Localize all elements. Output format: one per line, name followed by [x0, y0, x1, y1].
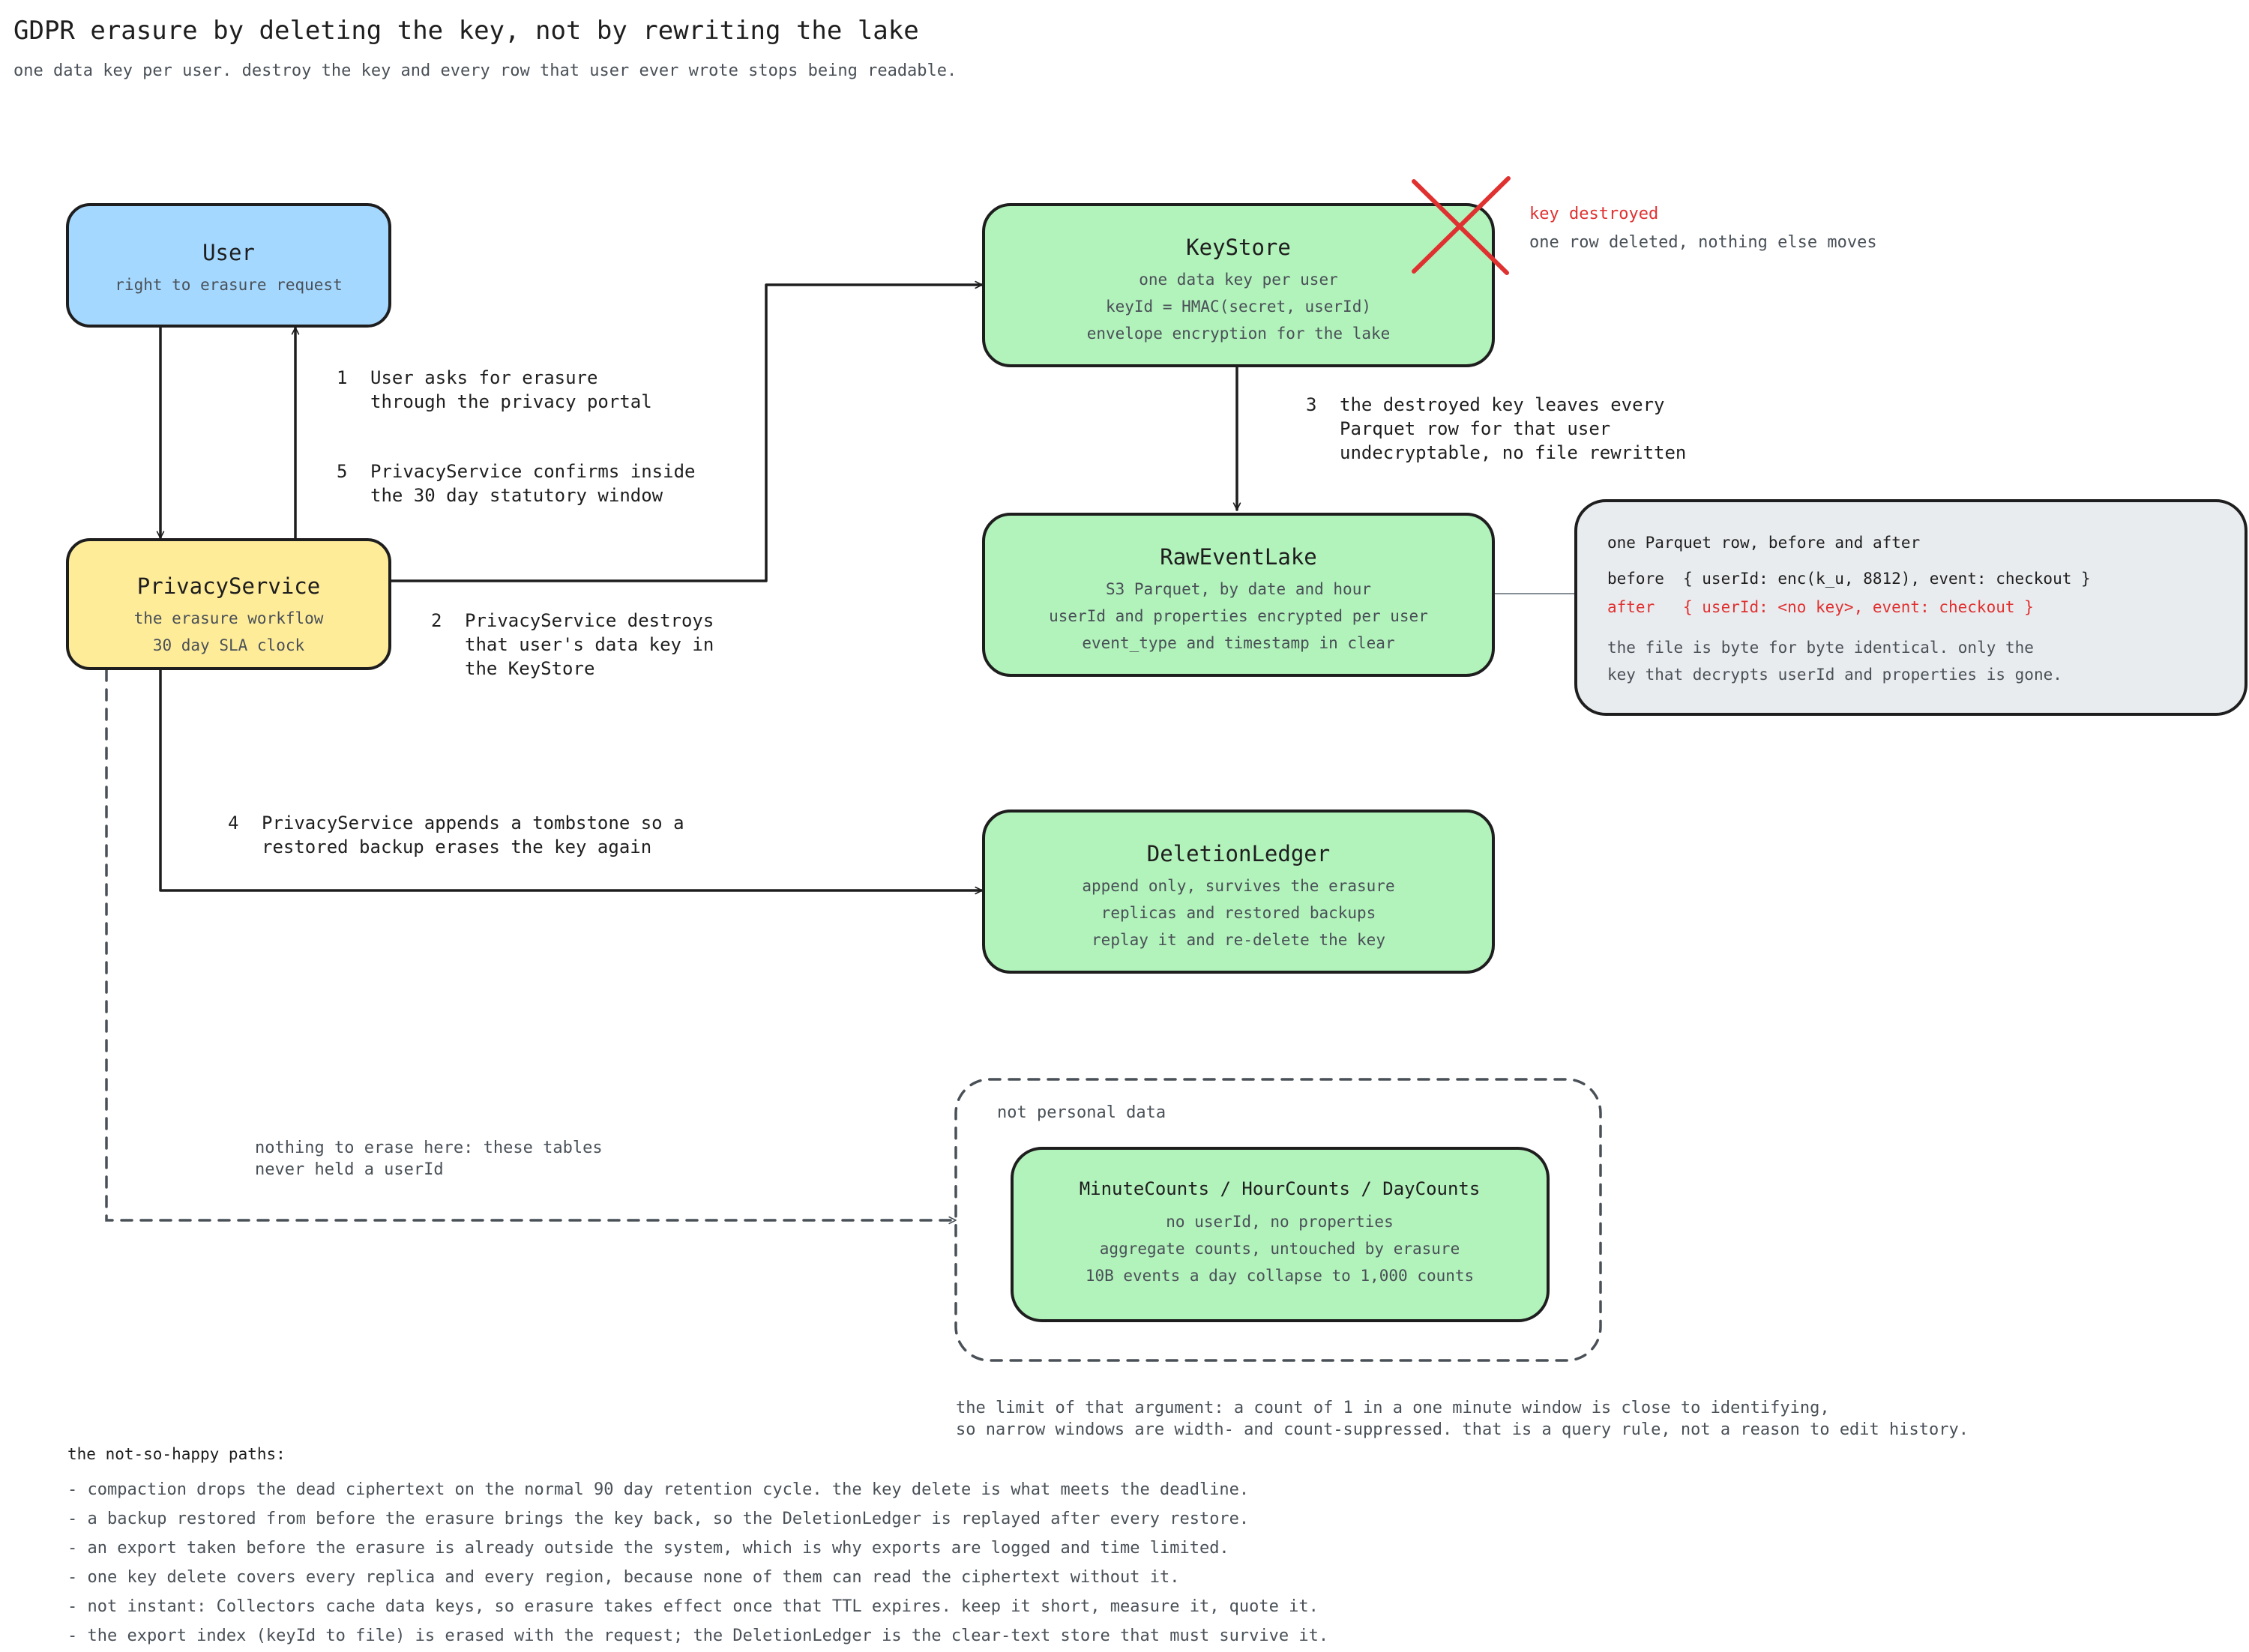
step-4-label: 4 PrivacyService appends a tombstone so …: [228, 813, 684, 857]
node-user: User right to erasure request: [66, 203, 391, 328]
node-privacy-service: PrivacyService the erasure workflow 30 d…: [66, 538, 391, 670]
parquet-after-label: after: [1607, 598, 1655, 616]
deletion-ledger-box: [982, 810, 1495, 974]
raw-event-lake-title: RawEventLake: [1160, 544, 1317, 570]
path-item: - an export taken before the erasure is …: [67, 1539, 1229, 1558]
limit-note-line-1: the limit of that argument: a count of 1…: [956, 1399, 1830, 1417]
step-2-line-1: PrivacyService destroys: [465, 610, 714, 631]
step-3-line-1: the destroyed key leaves every: [1340, 394, 1664, 415]
paths-heading: the not-so-happy paths:: [67, 1445, 286, 1463]
page-subtitle: one data key per user. destroy the key a…: [13, 61, 957, 80]
arrow-privacy-to-ledger: [159, 669, 984, 895]
deletion-ledger-line-3: replay it and re-delete the key: [1092, 931, 1385, 949]
deletion-ledger-line-1: append only, survives the erasure: [1082, 877, 1394, 895]
privacy-service-title: PrivacyService: [137, 573, 320, 599]
node-raw-event-lake: RawEventLake S3 Parquet, by date and hou…: [982, 513, 1495, 677]
destroyed-x-icon: [1412, 176, 1511, 275]
counts-line-2: aggregate counts, untouched by erasure: [1100, 1240, 1460, 1258]
path-item: - one key delete covers every replica an…: [67, 1568, 1179, 1587]
path-item: - compaction drops the dead ciphertext o…: [67, 1480, 1249, 1499]
step-1-line-2: through the privacy portal: [370, 391, 652, 412]
key-destroyed-sub: one row deleted, nothing else moves: [1529, 233, 1877, 252]
node-keystore: KeyStore one data key per user keyId = H…: [982, 203, 1495, 367]
step-4-number: 4: [228, 813, 238, 833]
parquet-before-label: before: [1607, 570, 1664, 588]
dashed-note-line-2: never held a userId: [255, 1160, 444, 1179]
deletion-ledger-line-2: replicas and restored backups: [1101, 904, 1376, 922]
step-3-label: 3 the destroyed key leaves every Parquet…: [1306, 394, 1686, 463]
step-2-number: 2: [431, 610, 442, 631]
arrow-privacy-to-keystore: [388, 280, 984, 582]
counts-line-3: 10B events a day collapse to 1,000 count…: [1086, 1267, 1474, 1285]
parquet-note-line-2: key that decrypts userId and properties …: [1607, 666, 2062, 684]
step-1-number: 1: [337, 367, 347, 388]
arrow-privacy-to-counts-dashed: [105, 669, 957, 1225]
parquet-note-title: one Parquet row, before and after: [1607, 534, 1920, 552]
page-title: GDPR erasure by deleting the key, not by…: [13, 16, 919, 46]
step-1-label: 1 User asks for erasure through the priv…: [337, 367, 652, 412]
user-title: User: [202, 240, 255, 265]
group-label: not personal data: [997, 1103, 1166, 1122]
raw-event-lake-line-2: userId and properties encrypted per user: [1049, 607, 1428, 625]
path-item: - a backup restored from before the eras…: [67, 1510, 1249, 1528]
counts-box: [1011, 1147, 1550, 1322]
privacy-service-box: [66, 538, 391, 670]
raw-event-lake-box: [982, 513, 1495, 677]
step-4-line-1: PrivacyService appends a tombstone so a: [262, 813, 684, 833]
node-deletion-ledger: DeletionLedger append only, survives the…: [982, 810, 1495, 974]
raw-event-lake-line-1: S3 Parquet, by date and hour: [1106, 580, 1371, 598]
step-5-line-2: the 30 day statutory window: [370, 485, 663, 506]
step-2-label: 2 PrivacyService destroys that user's da…: [431, 610, 714, 679]
user-line-1: right to erasure request: [115, 276, 342, 294]
path-item: - not instant: Collectors cache data key…: [67, 1597, 1319, 1616]
step-2-line-3: the KeyStore: [465, 658, 594, 679]
step-5-number: 5: [337, 461, 347, 482]
counts-title: MinuteCounts / HourCounts / DayCounts: [1080, 1178, 1481, 1199]
keystore-box: [982, 203, 1495, 367]
node-counts: MinuteCounts / HourCounts / DayCounts no…: [1011, 1147, 1550, 1322]
deletion-ledger-title: DeletionLedger: [1147, 841, 1330, 866]
keystore-line-3: envelope encryption for the lake: [1087, 325, 1391, 343]
user-box: [66, 203, 391, 328]
step-3-line-2: Parquet row for that user: [1340, 418, 1610, 439]
step-4-line-2: restored backup erases the key again: [262, 836, 651, 857]
keystore-title: KeyStore: [1186, 235, 1291, 260]
step-2-line-2: that user's data key in: [465, 634, 714, 655]
step-3-line-3: undecryptable, no file rewritten: [1340, 442, 1686, 463]
key-destroyed-label: key destroyed: [1529, 205, 1658, 223]
counts-line-1: no userId, no properties: [1166, 1213, 1393, 1231]
path-item: - the export index (keyId to file) is er…: [67, 1627, 1328, 1645]
parquet-note-box: [1574, 499, 2248, 716]
parquet-row-note: one Parquet row, before and after before…: [1574, 499, 2248, 716]
privacy-service-line-2: 30 day SLA clock: [153, 636, 305, 654]
step-5-line-1: PrivacyService confirms inside: [370, 461, 695, 482]
step-3-number: 3: [1306, 394, 1316, 415]
limit-note-line-2: so narrow windows are width- and count-s…: [956, 1420, 1969, 1439]
keystore-line-2: keyId = HMAC(secret, userId): [1106, 298, 1371, 316]
not-so-happy-paths: the not-so-happy paths: - compaction dro…: [67, 1445, 1328, 1645]
parquet-before-value: { userId: enc(k_u, 8812), event: checkou…: [1683, 570, 2091, 588]
parquet-note-line-1: the file is byte for byte identical. onl…: [1607, 639, 2034, 657]
raw-event-lake-line-3: event_type and timestamp in clear: [1082, 634, 1394, 652]
dashed-note-line-1: nothing to erase here: these tables: [255, 1139, 603, 1157]
parquet-after-value: { userId: <no key>, event: checkout }: [1683, 598, 2034, 616]
privacy-service-line-1: the erasure workflow: [134, 609, 324, 627]
step-5-label: 5 PrivacyService confirms inside the 30 …: [337, 461, 695, 506]
step-1-line-1: User asks for erasure: [370, 367, 597, 388]
keystore-line-1: one data key per user: [1139, 271, 1338, 289]
